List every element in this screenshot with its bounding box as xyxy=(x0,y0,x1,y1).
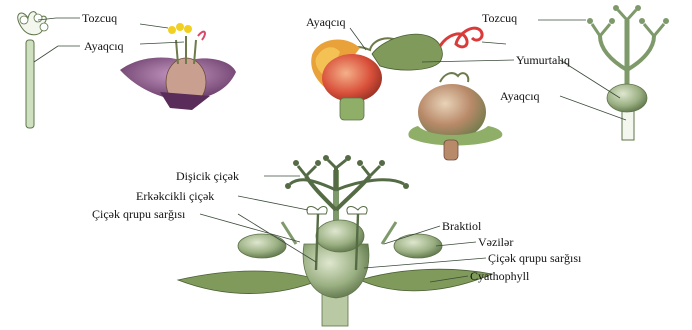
purple-cyathium-illustration xyxy=(120,23,236,110)
label-cicek-qrupu-sargisi-left: Çiçək qrupu sarğısı xyxy=(92,207,186,221)
label-ayaqciq-left: Ayaqcıq xyxy=(84,39,124,53)
label-cicek-qrupu-sargisi-right: Çiçək qrupu sarğısı xyxy=(488,251,582,265)
label-ayaqciq-right: Ayaqcıq xyxy=(500,89,540,103)
label-braktiol: Braktiol xyxy=(442,219,482,233)
female-flower-schematic xyxy=(587,5,669,140)
stamen-illustration xyxy=(18,12,48,128)
label-ayaqciq-top: Ayaqcıq xyxy=(306,15,346,29)
label-yumurtaliq: Yumurtalıq xyxy=(516,53,570,67)
label-vaziler: Vəzilər xyxy=(478,235,513,249)
fruit-illustration xyxy=(408,73,502,160)
label-disicik-cicek: Dişicik çiçək xyxy=(176,169,239,183)
label-tozcuq-left: Tozcuq xyxy=(82,11,117,25)
label-cyathophyll: Cyathophyll xyxy=(470,269,530,283)
label-tozcuq-right: Tozcuq xyxy=(482,11,517,25)
label-erkekcikli-cicek: Erkəkcikli çiçək xyxy=(136,189,214,203)
